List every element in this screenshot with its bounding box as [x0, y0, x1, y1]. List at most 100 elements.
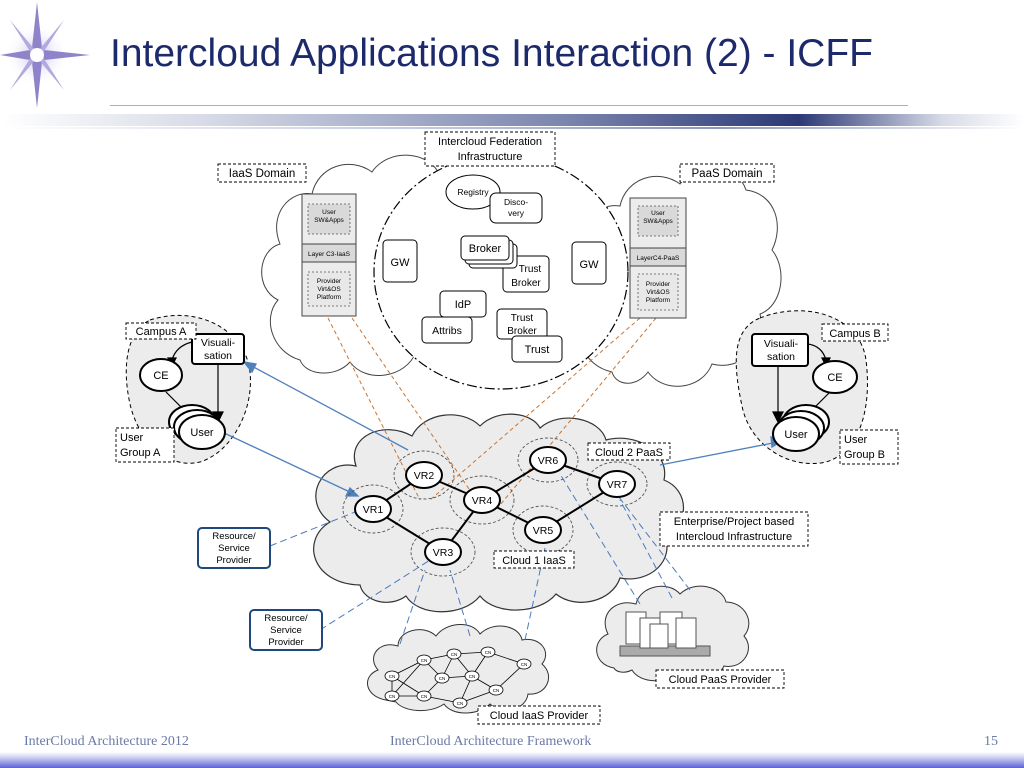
trust-broker-label-1: Trust [511, 313, 534, 324]
paas-user-label-2: SW&Apps [643, 218, 673, 225]
user-group-b-label-1: User [844, 434, 868, 446]
resource-provider-1-label-3: Provider [216, 555, 251, 566]
trust-broker-back-label-1: Trust [519, 264, 542, 275]
gw-left: GW [382, 239, 418, 283]
router-vr3: VR3 [424, 538, 462, 566]
ce-b-node: CE [812, 360, 858, 394]
label-boxes [115, 131, 899, 725]
cn-node [480, 646, 496, 658]
router-vr3-label: VR3 [433, 547, 454, 559]
router-vr1-label: VR1 [363, 504, 384, 516]
paas-provider-label-1: Provider [646, 281, 671, 288]
cn-node [464, 670, 480, 682]
cloud1-iaas-label: Cloud 1 IaaS [502, 555, 566, 567]
user-a-node: User [168, 404, 226, 450]
cn-node [452, 697, 468, 709]
resource-provider-1-label-1: Resource/ [212, 531, 256, 542]
campus-b-label: Campus B [829, 328, 880, 340]
registry-node: Registry [445, 174, 501, 210]
cn-node-label: CN [389, 674, 396, 679]
paas-stack: User SW&Apps LayerC4-PaaS Provider Virt&… [629, 197, 687, 319]
paas-provider-servers [619, 611, 711, 657]
cloud-iaas-provider-label: Cloud IaaS Provider [490, 710, 589, 722]
cn-node [416, 654, 432, 666]
router-vr4-label: VR4 [472, 495, 493, 507]
cn-node-label: CN [493, 688, 500, 693]
cn-node-label: CN [457, 701, 464, 706]
visualisation-a-node: Visuali- sation [191, 333, 245, 365]
iaas-domain-label: IaaS Domain [229, 168, 295, 180]
cn-node [434, 672, 450, 684]
enterprise-label-2: Intercloud Infrastructure [676, 531, 792, 543]
slide-title: Intercloud Applications Interaction (2) … [110, 32, 873, 75]
header-band [0, 114, 1024, 126]
trust-broker-node: Trust Broker [496, 308, 548, 340]
discovery-label-1: Disco- [504, 197, 528, 207]
registry-label: Registry [457, 187, 489, 197]
cloud-paas-provider-label: Cloud PaaS Provider [669, 674, 772, 686]
iaas-provider-label-1: Provider [317, 278, 342, 285]
cn-node-label: CN [485, 650, 492, 655]
paas-domain-label: PaaS Domain [692, 168, 763, 180]
iaas-stack: User SW&Apps Layer C3-IaaS Provider Virt… [301, 193, 357, 317]
provider-boxes [197, 527, 323, 651]
broker-label: Broker [469, 243, 502, 255]
router-vr1: VR1 [354, 495, 392, 523]
iaas-user-label-1: User [322, 209, 337, 216]
cn-node [516, 658, 532, 670]
footer-center: InterCloud Architecture Framework [390, 734, 592, 749]
user-b-label: User [784, 429, 808, 441]
trust-label: Trust [525, 344, 550, 356]
router-vr6-label: VR6 [538, 455, 559, 467]
trust-broker-back-label-2: Broker [511, 278, 541, 289]
ce-a-label: CE [153, 370, 168, 382]
cloud2-paas-label: Cloud 2 PaaS [595, 447, 663, 459]
cn-node [384, 690, 400, 702]
cn-node-label: CN [389, 694, 396, 699]
header-band-thin [0, 127, 1024, 129]
icff-title-line2: Infrastructure [458, 151, 523, 163]
cn-node [416, 690, 432, 702]
user-group-a-label-2: Group A [120, 447, 161, 459]
cn-node-label: CN [469, 674, 476, 679]
enterprise-cloud [313, 413, 685, 613]
resource-provider-2-label-2: Service [270, 625, 302, 636]
trust-broker-label-2: Broker [507, 326, 537, 337]
user-group-a-label-1: User [120, 432, 144, 444]
campus-a-label: Campus A [136, 326, 187, 338]
router-vr2: VR2 [405, 461, 443, 489]
user-a-label: User [190, 427, 214, 439]
discovery-label-2: very [508, 208, 525, 218]
idp-node: IdP [439, 290, 487, 318]
idp-label: IdP [455, 299, 472, 311]
resource-provider-1-label-2: Service [218, 543, 250, 554]
cn-node-label: CN [421, 694, 428, 699]
discovery-node: Disco- very [489, 192, 543, 224]
visualisation-b-node: Visuali- sation [751, 333, 809, 367]
gw-left-label: GW [391, 257, 411, 269]
iaas-user-label-2: SW&Apps [314, 217, 344, 224]
resource-provider-2-label-1: Resource/ [264, 613, 308, 624]
broker-node: Trust Broker Broker [460, 235, 550, 293]
iaas-provider-label-2: Virt&OS [317, 286, 341, 293]
icff-title-line1: Intercloud Federation [438, 136, 542, 148]
dashed-orange-links [327, 317, 657, 506]
footer-left: InterCloud Architecture 2012 [24, 734, 189, 749]
router-vr5: VR5 [524, 516, 562, 544]
page-number: 15 [984, 734, 998, 749]
gw-right: GW [571, 241, 607, 285]
visualisation-a-label-2: sation [204, 350, 232, 362]
paas-layer-label: LayerC4-PaaS [637, 255, 680, 262]
router-vr5-label: VR5 [533, 525, 554, 537]
icff-diagram: User SW&Apps Layer C3-IaaS Provider Virt… [115, 131, 899, 725]
cn-node [384, 670, 400, 682]
attribs-node: Attribs [421, 316, 473, 344]
trust-node: Trust [511, 335, 563, 363]
visualisation-a-label-1: Visuali- [201, 337, 236, 349]
cn-node-label: CN [521, 662, 528, 667]
footer-band [0, 752, 1024, 768]
user-group-b-label-2: Group B [844, 449, 885, 461]
router-vr7-label: VR7 [607, 479, 628, 491]
paas-provider-label-3: Platform [646, 297, 670, 304]
